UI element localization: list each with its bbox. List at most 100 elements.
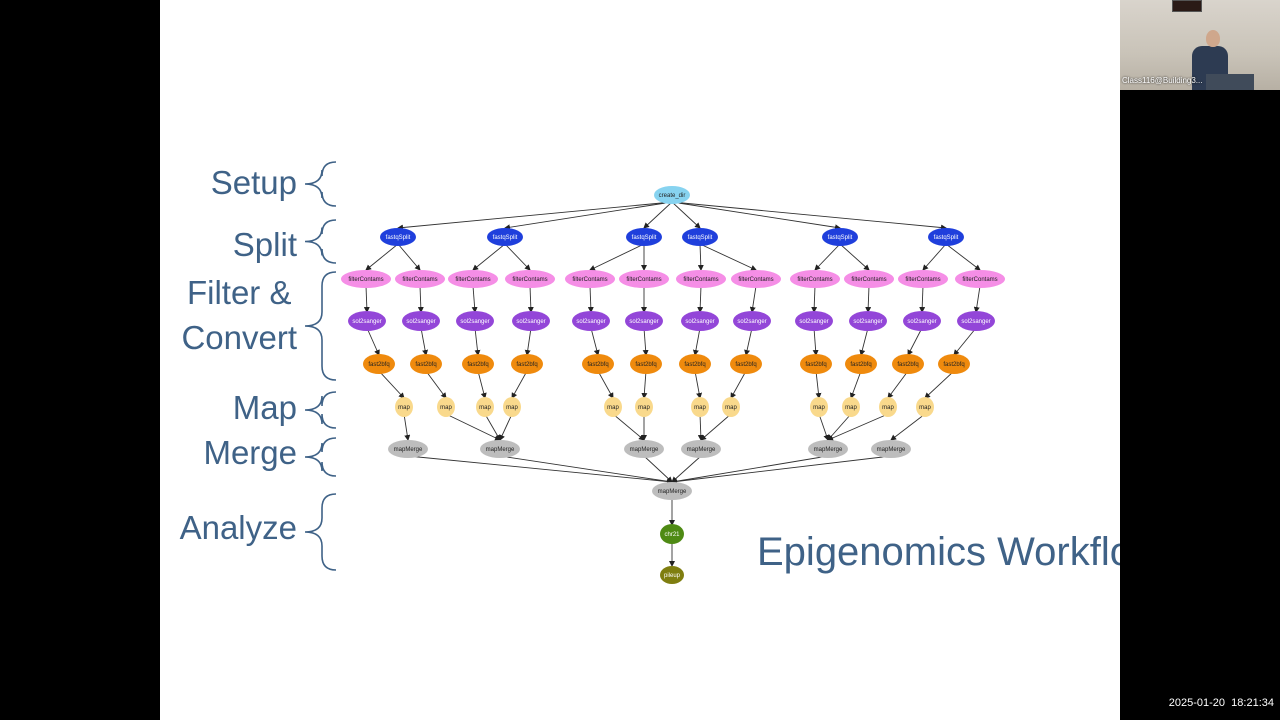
node-fast2bfq: fast2bfq	[363, 354, 395, 374]
stage-brace	[304, 493, 337, 571]
node-label: filterContams	[851, 277, 886, 283]
node-shape	[624, 440, 664, 458]
stage-label-merge: Merge	[203, 434, 297, 471]
node-shape	[928, 228, 964, 246]
node-label: filterContams	[455, 277, 490, 283]
stage-brace	[304, 271, 337, 381]
edge	[407, 455, 673, 485]
timestamp-time: 18:21:34	[1231, 697, 1274, 709]
node-shape	[626, 228, 662, 246]
node-mapMerge: mapMerge	[681, 440, 721, 458]
node-shape	[341, 270, 391, 288]
node-mapMerge: mapMerge	[480, 440, 520, 458]
node-fastqSplit: fastqSplit	[487, 228, 523, 246]
node-shape	[733, 311, 771, 331]
node-mapMerge: mapMerge	[624, 440, 664, 458]
node-shape	[842, 397, 860, 417]
edge	[589, 243, 645, 271]
node-label: pileup	[664, 573, 681, 579]
node-label: filterContams	[572, 277, 607, 283]
node-label: sol2sanger	[629, 319, 658, 325]
edge	[671, 455, 892, 485]
node-mapMerge: mapMerge	[652, 482, 692, 500]
node-label: filterContams	[905, 277, 940, 283]
node-label: fast2bfq	[850, 362, 871, 368]
node-shape	[511, 354, 543, 374]
node-label: mapMerge	[630, 447, 659, 453]
node-label: map	[506, 405, 518, 411]
edge	[425, 370, 447, 399]
webcam-thumbnail[interactable]: Class116@Building3...	[1120, 0, 1280, 90]
node-sol2sanger: sol2sanger	[348, 311, 386, 331]
node-filterContams: filterContams	[395, 270, 445, 288]
edge	[643, 201, 673, 229]
node-shape	[380, 228, 416, 246]
edge	[671, 455, 702, 483]
node-label: map	[725, 405, 737, 411]
node-sol2sanger: sol2sanger	[402, 311, 440, 331]
node-fast2bfq: fast2bfq	[938, 354, 970, 374]
node-filterContams: filterContams	[505, 270, 555, 288]
edge	[417, 285, 424, 313]
node-shape	[456, 311, 494, 331]
edge	[363, 285, 370, 313]
node-shape	[892, 354, 924, 374]
edge	[890, 413, 926, 441]
node-shape	[691, 397, 709, 417]
node-fast2bfq: fast2bfq	[892, 354, 924, 374]
edge	[827, 413, 852, 441]
node-map: map	[691, 397, 709, 417]
edge	[365, 243, 399, 271]
edge	[692, 327, 701, 356]
node-shape	[681, 440, 721, 458]
node-fast2bfq: fast2bfq	[582, 354, 614, 374]
node-label: map	[919, 405, 931, 411]
node-shape	[652, 482, 692, 500]
node-map: map	[810, 397, 828, 417]
node-map: map	[476, 397, 494, 417]
edge	[477, 370, 487, 399]
node-shape	[898, 270, 948, 288]
node-label: chr21	[664, 532, 680, 538]
node-shape	[795, 311, 833, 331]
node-mapMerge: mapMerge	[808, 440, 848, 458]
edge	[744, 327, 753, 356]
node-fast2bfq: fast2bfq	[845, 354, 877, 374]
edge	[859, 327, 869, 356]
edge	[597, 370, 614, 399]
node-shape	[635, 397, 653, 417]
edge	[499, 455, 673, 485]
edge	[484, 413, 501, 441]
edge	[919, 285, 926, 313]
wall-clock	[1172, 0, 1202, 12]
edge	[865, 285, 872, 313]
node-label: filterContams	[962, 277, 997, 283]
node-shape	[660, 566, 684, 584]
edge	[643, 455, 673, 483]
monitor	[1206, 74, 1254, 90]
node-shape	[660, 524, 684, 544]
node-sol2sanger: sol2sanger	[572, 311, 610, 331]
node-shape	[512, 311, 550, 331]
node-sol2sanger: sol2sanger	[512, 311, 550, 331]
node-fastqSplit: fastqSplit	[928, 228, 964, 246]
node-label: map	[440, 405, 452, 411]
node-label: filterContams	[512, 277, 547, 283]
edge	[953, 327, 977, 356]
edge	[366, 327, 380, 356]
node-chr21: chr21	[660, 524, 684, 544]
node-shape	[822, 228, 858, 246]
recording-timestamp: 2025-01-20 18:21:34	[1169, 697, 1274, 709]
node-label: sol2sanger	[907, 319, 936, 325]
node-shape	[731, 270, 781, 288]
edge	[749, 285, 757, 313]
node-label: sol2sanger	[576, 319, 605, 325]
presenter-head	[1206, 30, 1220, 47]
node-fastqSplit: fastqSplit	[822, 228, 858, 246]
stage-brace	[304, 437, 337, 477]
node-label: fast2bfq	[467, 362, 488, 368]
edge	[590, 327, 600, 356]
node-fast2bfq: fast2bfq	[410, 354, 442, 374]
node-sol2sanger: sol2sanger	[625, 311, 663, 331]
